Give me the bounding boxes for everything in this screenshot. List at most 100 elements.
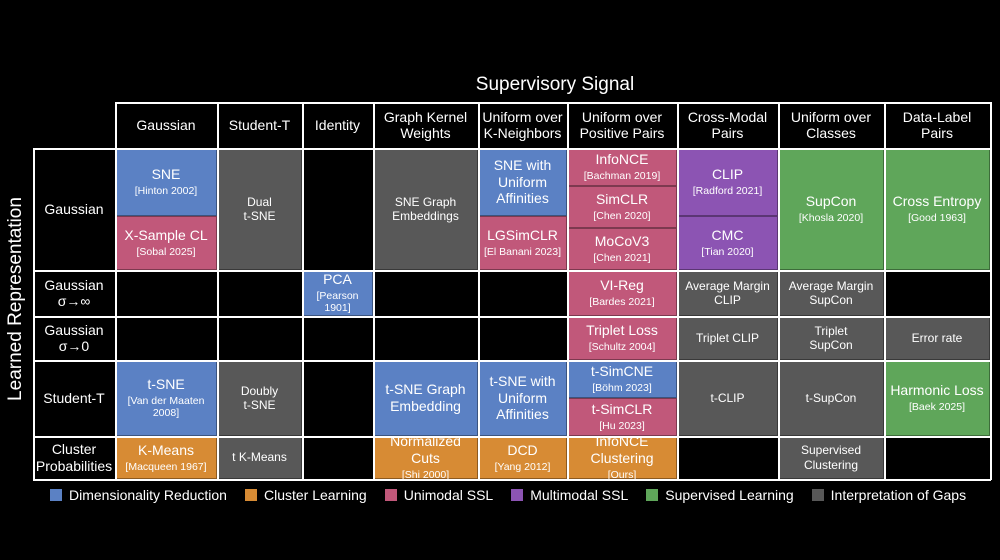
grid-line — [884, 102, 886, 480]
cell-citation: [Baek 2025] — [908, 401, 966, 414]
cell-name: VI-Reg — [600, 277, 644, 294]
cell-citation: [Good 1963] — [908, 212, 966, 225]
cell-kmeans: K-Means[Macqueen 1967] — [115, 436, 217, 479]
legend-swatch — [244, 489, 257, 501]
legend-label: Unimodal SSL — [403, 487, 494, 503]
grid-line — [677, 102, 679, 480]
cell-tclip: t-CLIP — [677, 360, 778, 436]
legend-item: Dimensionality Reduction — [50, 487, 227, 503]
grid-line — [33, 316, 991, 318]
grid-line — [373, 102, 375, 480]
cell-dcd: DCD [Yang 2012] — [478, 436, 567, 479]
cell-name: Triplet Loss — [586, 322, 658, 339]
grid-line — [778, 102, 780, 480]
grid-line — [33, 436, 991, 438]
cell-error-rate: Error rate — [884, 316, 990, 360]
grid-line — [217, 102, 219, 480]
cell-name: DCD — [507, 441, 538, 458]
cell-citation: [Radford 2021] — [692, 185, 763, 198]
cell-citation: [Tian 2020] — [701, 246, 754, 259]
row-header: Gaussian — [44, 200, 104, 217]
cell-cmc: CMC [Tian 2020] — [677, 216, 778, 270]
grid-line — [115, 102, 117, 480]
legend-swatch — [511, 489, 524, 501]
cell-citation: [Chen 2020] — [593, 210, 651, 223]
cell-clip: CLIP [Radford 2021] — [677, 148, 778, 216]
cell-name: CMC — [711, 227, 744, 244]
y-axis-label: Learned Representation — [5, 197, 26, 401]
cell-infonce: InfoNCE[Bachman 2019] — [567, 148, 677, 186]
legend-item: Unimodal SSL — [384, 487, 494, 503]
legend-label: Multimodal SSL — [530, 487, 629, 503]
cell-citation: [Yang 2012] — [494, 460, 551, 473]
cell-name: Cross Entropy — [892, 193, 982, 210]
cell-name: t-SNE — [147, 376, 185, 392]
cell-name: SimCLR — [595, 191, 649, 208]
cell-name: Harmonic Loss — [890, 382, 984, 399]
cell-name: t-SimCLR — [591, 401, 653, 418]
cell-citation: [Hinton 2002] — [134, 185, 198, 198]
cell-citation: [Bachman 2019] — [583, 170, 661, 183]
cell-lgsimclr: LGSimCLR [El Banani 2023] — [478, 216, 567, 270]
legend-label: Dimensionality Reduction — [69, 487, 227, 503]
legend-label: Supervised Learning — [665, 487, 794, 503]
cell-name: X-Sample CL — [124, 227, 208, 244]
legend-swatch — [384, 489, 397, 501]
column-header: Identity — [314, 116, 361, 133]
cell-name: SNE — [151, 166, 181, 183]
legend-item: Supervised Learning — [646, 487, 794, 503]
cell-name: K-Means — [137, 441, 195, 458]
column-header: Student-T — [228, 116, 291, 133]
cell-mocov3: MoCoV3[Chen 2021] — [567, 228, 677, 270]
legend-swatch — [50, 489, 62, 501]
cell-cross-entropy: Cross Entropy [Good 1963] — [884, 148, 990, 270]
cell-name: Normalized Cuts — [390, 433, 461, 467]
legend: Dimensionality Reduction Cluster Learning… — [50, 484, 990, 506]
legend-label: Cluster Learning — [263, 487, 367, 503]
cell-tsimclr: t-SimCLR[Hu 2023] — [567, 398, 677, 436]
cell-citation: [El Banani 2023] — [483, 246, 562, 259]
cell-citation: [Schultz 2004] — [588, 341, 656, 354]
cell-name: Error rate — [911, 330, 963, 345]
grid-line — [33, 360, 991, 362]
grid-line — [990, 102, 992, 480]
cell-citation: [Shi 2000] — [401, 469, 450, 481]
cell-triplet-loss: Triplet Loss [Schultz 2004] — [567, 316, 677, 360]
legend-item: Multimodal SSL — [511, 487, 628, 503]
grid-line — [567, 102, 569, 480]
cell-citation: [Ours] — [607, 469, 637, 481]
cell-triplet-clip: Triplet CLIP — [677, 316, 778, 360]
cell-name: CLIP — [711, 166, 744, 183]
column-header: Gaussian — [136, 116, 196, 133]
grid-line — [33, 479, 991, 481]
grid-line — [115, 102, 991, 104]
cell-sne: SNE [Hinton 2002] — [115, 148, 217, 216]
legend-swatch — [811, 489, 824, 501]
cell-citation: [Böhm 2023] — [592, 382, 652, 395]
cell-name: SupCon — [805, 193, 857, 210]
cell-name: LGSimCLR — [487, 227, 558, 244]
grid-line — [33, 148, 991, 150]
